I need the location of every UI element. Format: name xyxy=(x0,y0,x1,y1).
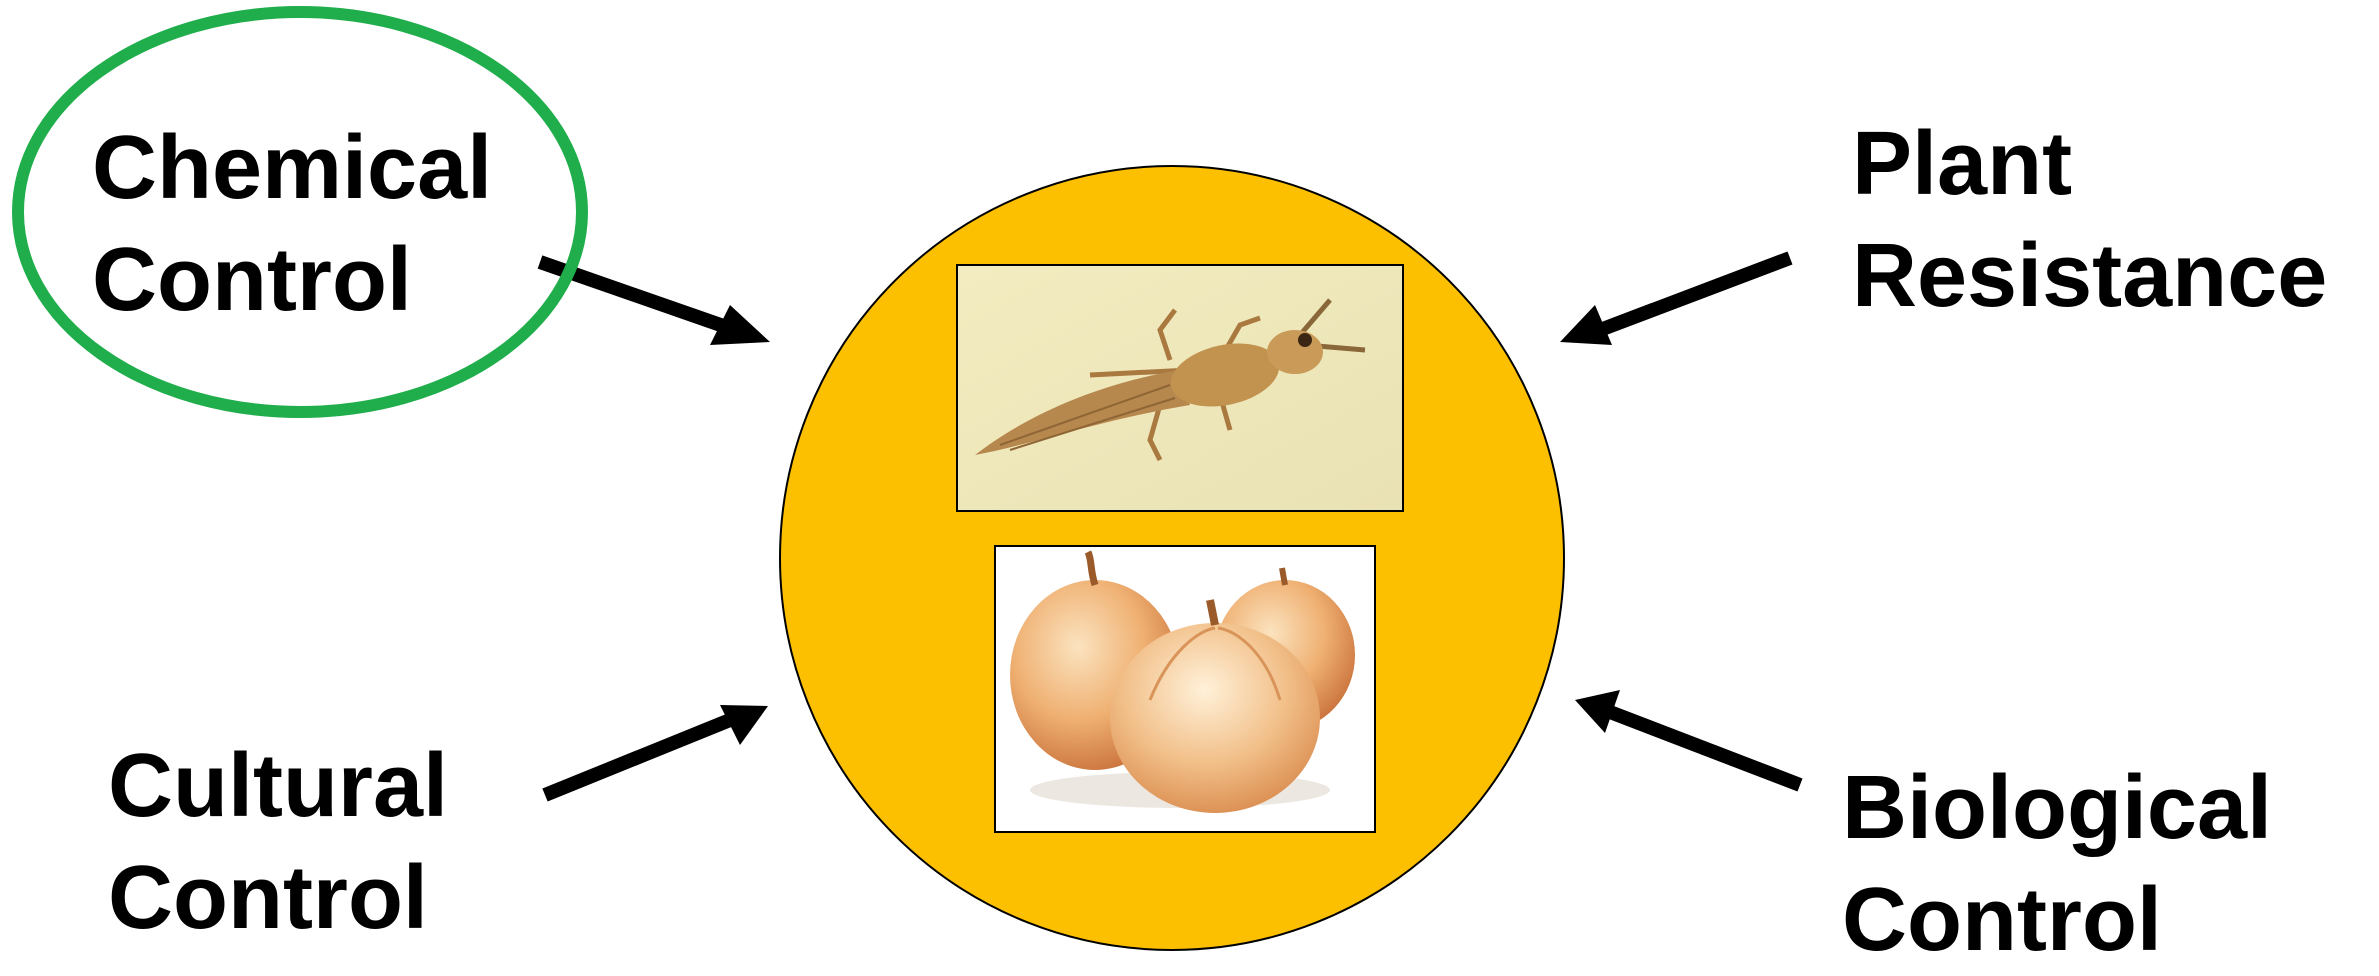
cultural-line2: Control xyxy=(108,842,448,954)
label-plant-resistance: Plant Resistance xyxy=(1852,108,2327,332)
biological-line2: Control xyxy=(1842,864,2272,976)
label-cultural-control: Cultural Control xyxy=(108,730,448,954)
onions-image xyxy=(995,546,1375,832)
chemical-line2: Control xyxy=(92,224,492,336)
arrow-plant xyxy=(1560,258,1790,345)
plant-line2: Resistance xyxy=(1852,220,2327,332)
plant-line1: Plant xyxy=(1852,108,2327,220)
label-chemical-control: Chemical Control xyxy=(92,112,492,336)
cultural-line1: Cultural xyxy=(108,730,448,842)
arrow-biological xyxy=(1575,690,1800,785)
biological-line1: Biological xyxy=(1842,752,2272,864)
thrips-insect-image xyxy=(957,265,1403,511)
arrow-cultural xyxy=(545,705,768,795)
chemical-line1: Chemical xyxy=(92,112,492,224)
label-biological-control: Biological Control xyxy=(1842,752,2272,976)
